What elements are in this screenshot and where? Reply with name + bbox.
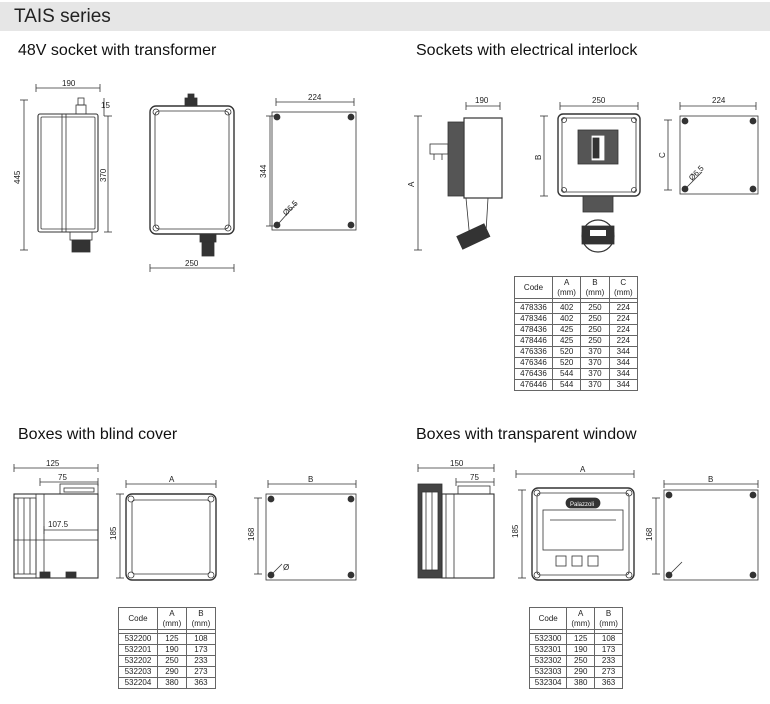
dim-168-window: 168: [645, 527, 654, 541]
transformer-front-view: [149, 93, 235, 272]
dim-150-window: 150: [450, 459, 464, 468]
dim-hole-blind: Ø: [283, 563, 289, 572]
dim-107-5: 107.5: [48, 520, 69, 529]
interlock-side-view: [414, 102, 503, 251]
section-title-interlock: Sockets with electrical interlock: [416, 42, 638, 59]
dim-125-blind: 125: [46, 459, 60, 468]
dim-370: 370: [99, 168, 108, 182]
dim-B-window: B: [708, 475, 713, 484]
dim-A-blind: A: [169, 475, 175, 484]
dim-445: 445: [13, 170, 22, 184]
dim-190-interlock: 190: [475, 96, 489, 105]
dim-A-window: A: [580, 465, 586, 474]
dim-A-interlock: A: [407, 181, 416, 187]
dim-C-interlock: C: [658, 152, 667, 158]
dim-185-blind: 185: [109, 526, 118, 540]
col-code: Code: [118, 607, 158, 630]
dim-hole-interlock: Ø6.5: [687, 163, 706, 182]
page-title: TAIS series: [14, 6, 111, 27]
dim-75-window: 75: [470, 473, 479, 482]
dim-15: 15: [101, 101, 110, 110]
col-a: A(mm): [156, 607, 187, 630]
blind-front-view: [116, 480, 217, 581]
col-b: B(mm): [185, 607, 217, 630]
title-banner: TAIS series: [0, 2, 770, 31]
col-c: C(mm): [608, 276, 639, 299]
dim-224-interlock: 224: [712, 96, 726, 105]
dim-224-transformer: 224: [308, 93, 322, 102]
col-a: A(mm): [566, 607, 596, 630]
interlock-front-view: [540, 102, 641, 253]
dim-185-window: 185: [511, 524, 520, 538]
interlock-drill-template: [664, 102, 759, 195]
window-brand-label: Palazzoli: [570, 502, 594, 508]
col-b: B(mm): [594, 607, 623, 630]
dim-344: 344: [259, 164, 268, 178]
window-side-view: [417, 464, 495, 579]
table-header: Code A(mm) B(mm) C(mm): [514, 276, 639, 299]
transformer-side-view: [20, 84, 112, 253]
dim-250-transformer: 250: [185, 259, 199, 268]
col-code: Code: [514, 276, 553, 299]
section-title-transformer: 48V socket with transformer: [18, 42, 217, 59]
section-title-blind: Boxes with blind cover: [18, 426, 178, 443]
transformer-drill-template: [266, 98, 357, 231]
dim-B-interlock: B: [534, 155, 543, 160]
dim-75-blind: 75: [58, 473, 67, 482]
table-header: Code A(mm) B(mm): [118, 607, 217, 630]
section-title-window: Boxes with transparent window: [416, 426, 637, 443]
col-b: B(mm): [580, 276, 610, 299]
window-front-view: [515, 470, 635, 581]
dim-B-blind: B: [308, 475, 313, 484]
dim-168-blind: 168: [247, 527, 256, 541]
col-a: A(mm): [551, 276, 582, 299]
table-header: Code A(mm) B(mm): [528, 607, 623, 630]
blind-drill-template: [254, 480, 357, 581]
dim-hole-transformer: Ø6.5: [281, 198, 300, 217]
dim-250-interlock: 250: [592, 96, 606, 105]
blind-side-view: [13, 464, 99, 579]
col-code: Code: [528, 607, 568, 630]
dim-190-transformer: 190: [62, 79, 76, 88]
window-drill-template: [652, 480, 759, 581]
